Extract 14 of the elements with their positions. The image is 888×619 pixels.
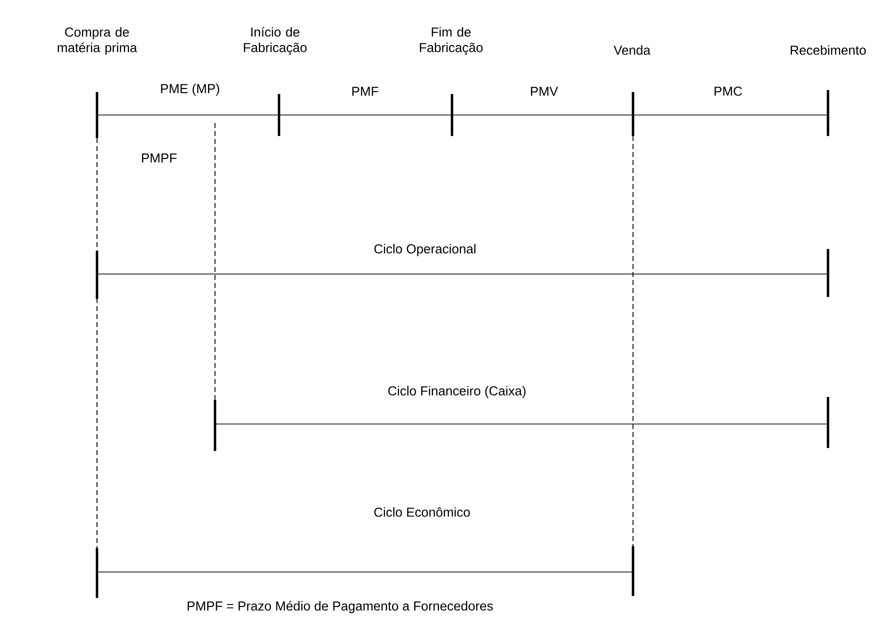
- period-label: PMPF: [142, 154, 177, 162]
- event-label: Início de Fabricação: [244, 26, 307, 55]
- cycle-label: Ciclo Operacional: [374, 244, 476, 256]
- period-label: PMV: [531, 86, 558, 96]
- event-label: Recebimento: [790, 45, 866, 55]
- event-label: Venda: [614, 45, 650, 55]
- event-label: Fim de Fabricação: [420, 27, 483, 55]
- cycle-label: Ciclo Financeiro (Caixa): [388, 386, 526, 398]
- period-label: PME (MP): [161, 84, 220, 96]
- cycle-label: Ciclo Econômico: [374, 507, 470, 517]
- period-label: PMC: [714, 86, 742, 96]
- footnote: PMPF = Prazo Médio de Pagamento a Fornecedores: [188, 600, 493, 614]
- period-label: PMF: [352, 86, 378, 96]
- event-label: Compra de matéria prima: [58, 27, 138, 55]
